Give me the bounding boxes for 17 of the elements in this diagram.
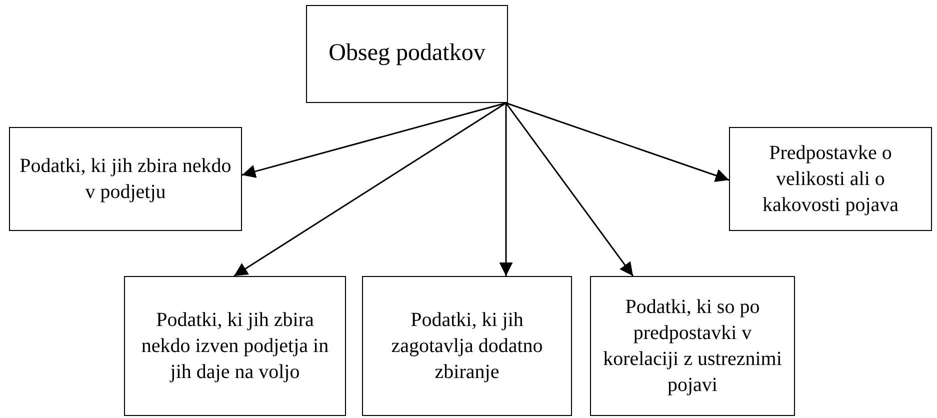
box-label: Podatki, ki jih zagotavlja dodatno zbiranje — [390, 308, 544, 385]
arrow — [234, 102, 506, 277]
box-label: Obseg podatkov — [328, 39, 486, 68]
text-box — [729, 127, 932, 231]
text-box — [590, 276, 795, 416]
arrow — [506, 102, 730, 182]
box-label: Podatki, ki jih zbira nekdo v podjetju — [18, 154, 232, 205]
box-label: Podatki, ki jih zbira nekdo izven podjetja in jih daje na voljo — [140, 308, 330, 385]
arrow — [499, 103, 513, 276]
arrow — [505, 102, 634, 276]
text-box — [124, 276, 346, 416]
text-box — [9, 127, 242, 231]
text-box — [362, 276, 572, 416]
text-box — [306, 5, 508, 103]
arrow — [242, 102, 506, 178]
box-label: Podatki, ki so po predpostavki v korelaciji z ustreznimi pojavi — [602, 295, 783, 398]
box-label: Predpostavke o velikosti ali o kakovosti pojava — [761, 141, 900, 218]
